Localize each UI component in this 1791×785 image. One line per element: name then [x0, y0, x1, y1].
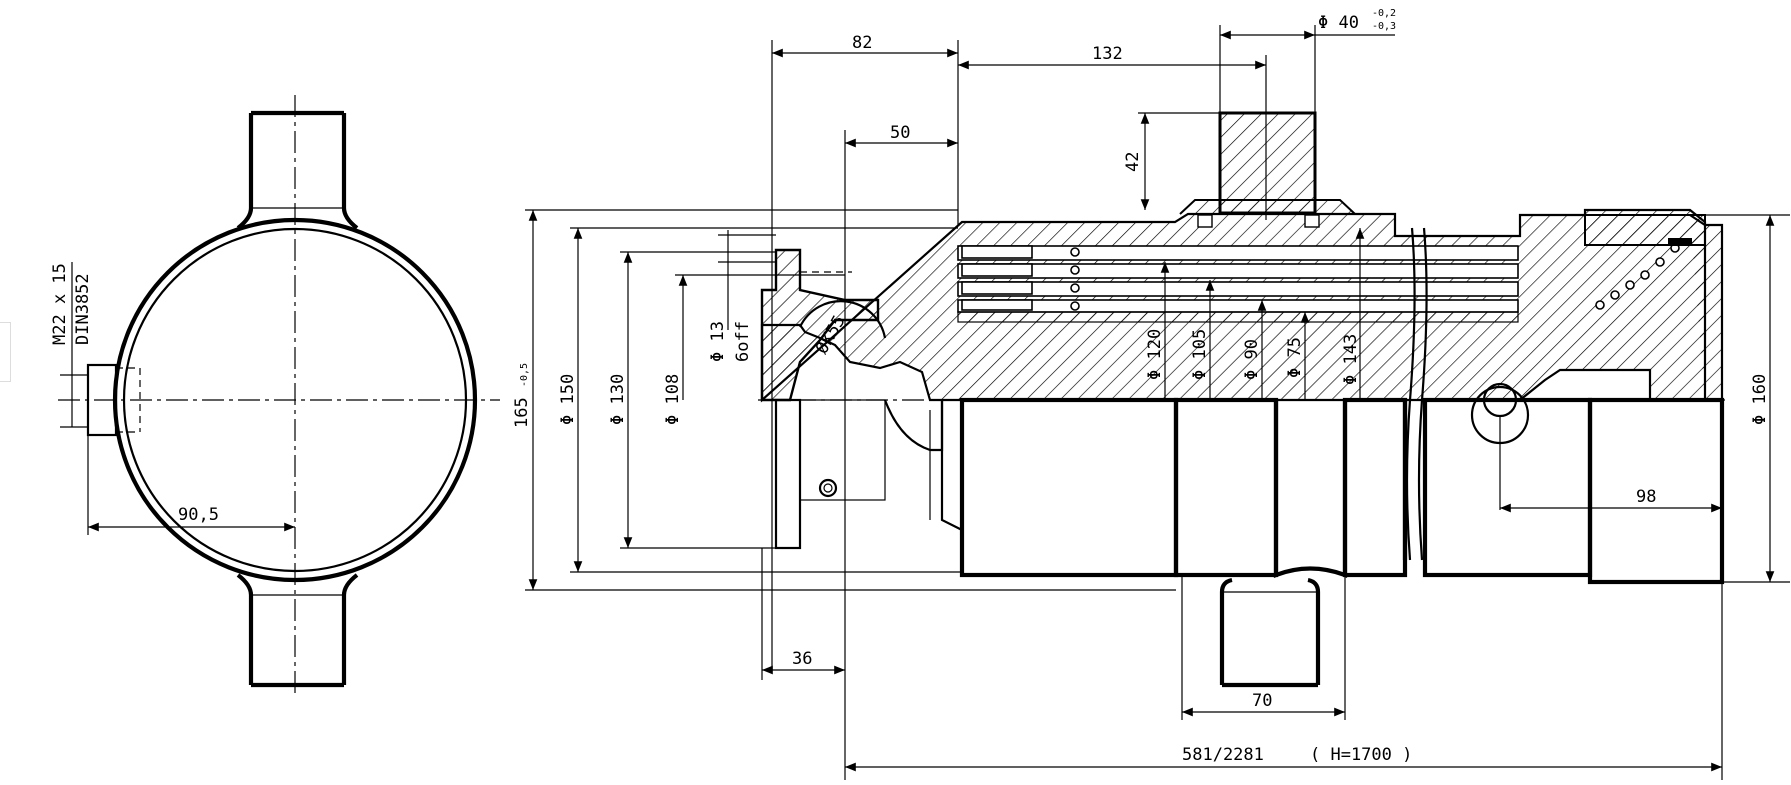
dim-trunnion-tol-lower: -0,3: [1372, 21, 1396, 32]
stroke-height-label: ( H=1700 ): [1310, 745, 1412, 765]
lower-head-end: [1587, 397, 1725, 585]
left-seal-packets: [961, 245, 1080, 311]
dimensions: 82 132 50 Φ 40 -0,2 -0,3 42 165 -0,5: [512, 8, 1790, 780]
dim-105-label: Φ 105: [1190, 329, 1210, 380]
ball-joint-arc: [799, 300, 887, 339]
dim-trunnion-dia-label: Φ 40: [1318, 13, 1359, 33]
stage-layer-1: [957, 245, 1519, 261]
stroke-length-label: 581/2281: [1182, 745, 1264, 765]
bleed-screw: [818, 478, 838, 498]
lower-trunnion-left: [1219, 577, 1233, 685]
port-thread-label: M22 x 15: [50, 263, 70, 345]
base-flange-upper: [760, 248, 880, 402]
dim-70-label: 70: [1252, 691, 1272, 711]
dim-165-tol: -0,5: [519, 363, 530, 387]
top-trunnion-left: [236, 113, 254, 230]
dim-holes-label: 6off: [733, 321, 753, 362]
section-view: 82 132 50 Φ 40 -0,2 -0,3 42 165 -0,5: [512, 8, 1790, 780]
dim-36-label: 36: [792, 649, 812, 669]
break-line-1: [1405, 227, 1416, 561]
bottom-trunnion-left: [236, 573, 254, 685]
dim-13-label: Φ 13: [708, 321, 728, 362]
dim-120-label: Φ 120: [1145, 329, 1165, 380]
base-flange-lower: [774, 398, 802, 550]
stage-layer-2: [957, 263, 1519, 279]
dim-160-label: Φ 160: [1750, 374, 1770, 425]
break-line-2: [1417, 227, 1428, 561]
dim-42-label: 42: [1123, 152, 1143, 172]
dim-108-label: Φ 108: [663, 374, 683, 425]
oil-port: [86, 363, 118, 437]
dim-132-label: 132: [1092, 44, 1123, 64]
inner-circle: [122, 227, 468, 573]
dim-165-label: 165: [512, 397, 532, 428]
dim-90-label: Φ 90: [1242, 339, 1262, 380]
dim-trunnion-tol-upper: -0,2: [1372, 8, 1396, 19]
stage-layer-3: [957, 281, 1519, 297]
side-edge-tab: [0, 322, 11, 382]
dim-90-5-label: 90,5: [178, 505, 219, 525]
dim-75-label: Φ 75: [1285, 337, 1305, 378]
dim-82-label: 82: [852, 33, 872, 53]
right-seal-rings: [1595, 238, 1692, 310]
stage-layer-4: [957, 299, 1519, 313]
port-standard-label: DIN3852: [73, 273, 93, 345]
dim-50-label: 50: [890, 123, 910, 143]
lower-trunnion-right: [1307, 577, 1321, 685]
lower-body-stage: [959, 397, 1179, 578]
front-view: M22 x 15 DIN3852 90,5: [50, 95, 500, 695]
dim-143-label: Φ 143: [1341, 334, 1361, 385]
bottom-trunnion-right: [341, 573, 359, 685]
upper-trunnion-section: [1218, 111, 1317, 215]
dim-150-label: Φ 150: [558, 374, 578, 425]
dim-98-label: 98: [1636, 487, 1656, 507]
dim-130-label: Φ 130: [608, 374, 628, 425]
top-trunnion-right: [341, 113, 359, 230]
